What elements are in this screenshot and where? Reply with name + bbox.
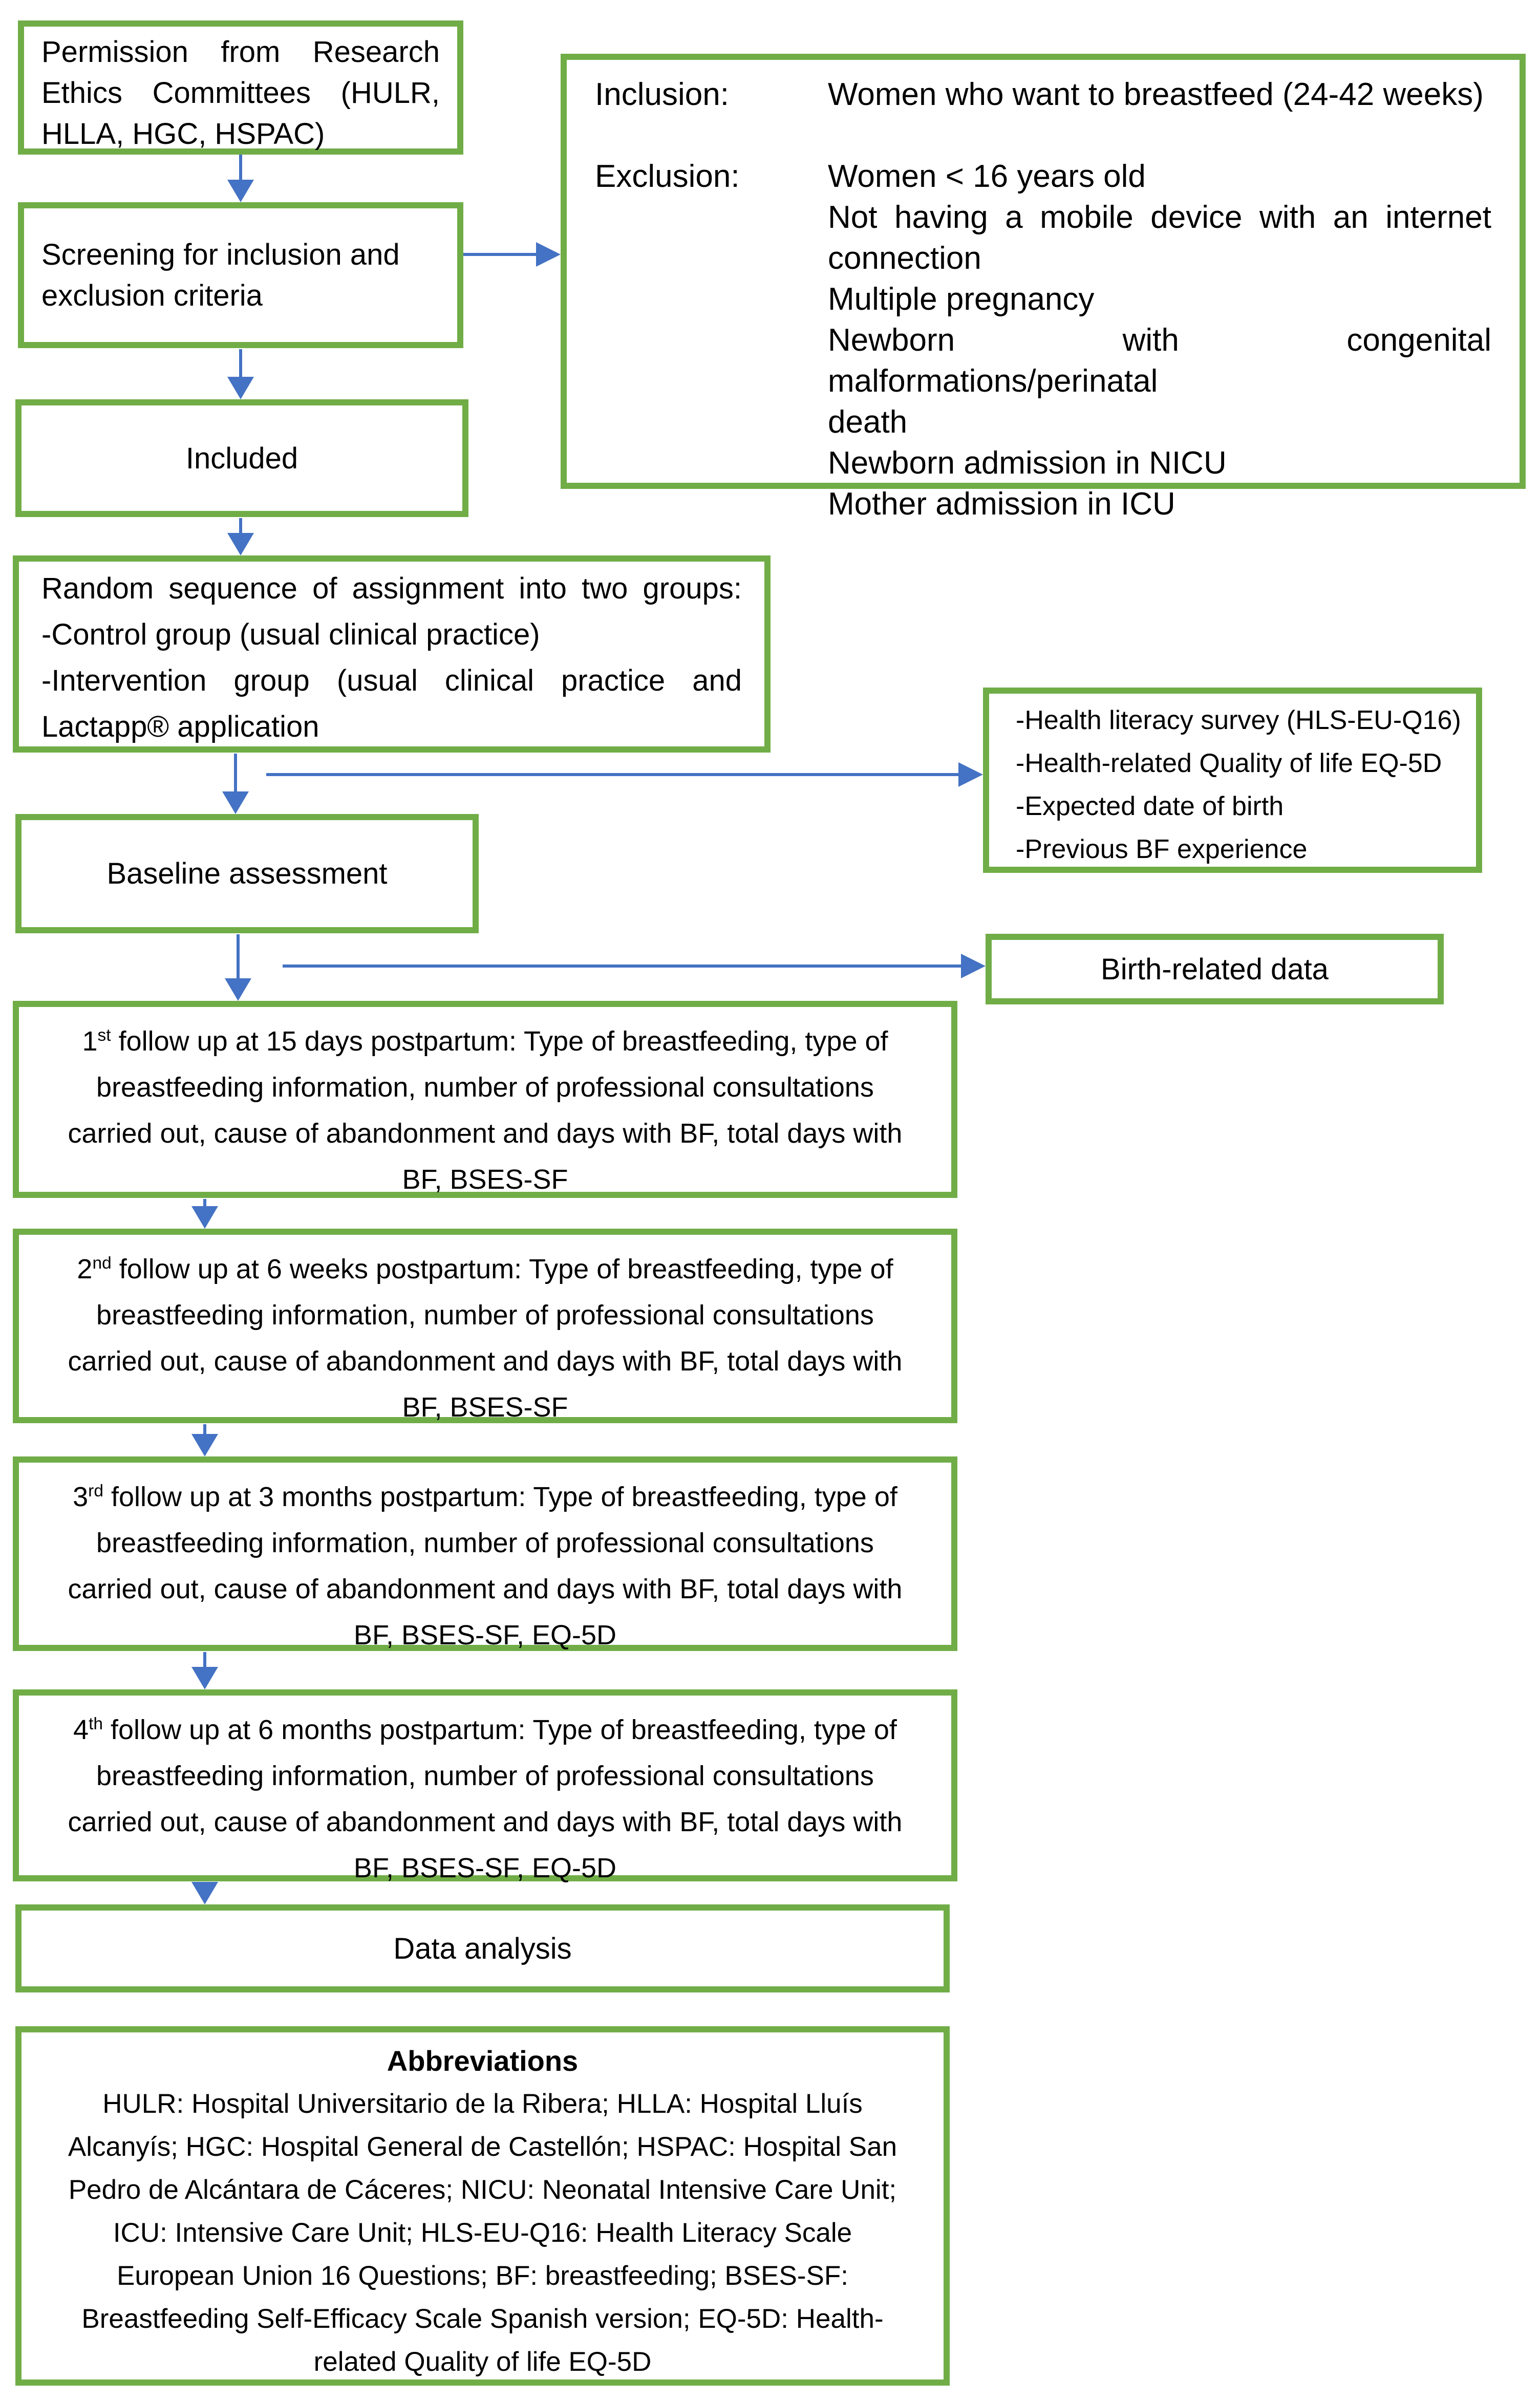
arrowhead-right-icon (536, 242, 561, 267)
followup-3-box: 3rd follow up at 3 months postpartum: Ty… (13, 1456, 957, 1651)
followup-3-text: breastfeeding information, number of pro… (68, 1528, 903, 1650)
data-analysis-label: Data analysis (393, 1932, 572, 1965)
inclusion-items: Women who want to breastfeed (24-42 week… (828, 77, 1484, 112)
baseline-assessment-box: Baseline assessment (15, 814, 479, 933)
followup-3-heading: 3rd follow up at 3 months postpartum: Ty… (73, 1482, 897, 1512)
followup-4-heading: 4th follow up at 6 months postpartum: Ty… (73, 1714, 897, 1745)
followup-2-box: 2nd follow up at 6 weeks postpartum: Typ… (13, 1229, 957, 1423)
arrowhead-down-icon (222, 791, 249, 814)
arrowhead-down-icon (191, 1882, 218, 1904)
included-box: Included (15, 399, 468, 517)
arrow-permission-to-screening (239, 155, 242, 183)
abbreviations-box: Abbreviations HULR: Hospital Universitar… (15, 2026, 950, 2386)
connector-to-birth-related-data (283, 964, 963, 968)
abbreviations-title: Abbreviations (387, 2045, 579, 2077)
followup-4-text: breastfeeding information, number of pro… (68, 1761, 903, 1883)
followup-2-text: breastfeeding information, number of pro… (68, 1300, 903, 1423)
followup-4-box: 4th follow up at 6 months postpartum: Ty… (13, 1689, 957, 1883)
included-label: Included (185, 441, 298, 475)
followup-1-box: 1st follow up at 15 days postpartum: Typ… (13, 1001, 957, 1198)
arrow-included-to-randomization (239, 518, 242, 534)
arrow-randomization-to-baseline (234, 754, 237, 792)
randomization-box: Random sequence of assignment into two g… (13, 555, 771, 753)
arrowhead-down-icon (227, 377, 254, 399)
inclusion-label: Inclusion: (595, 77, 729, 112)
arrowhead-down-icon (227, 180, 254, 202)
ordinal-suffix: st (97, 1026, 111, 1045)
abbreviations-text: HULR: Hospital Universitario de la Riber… (68, 2089, 897, 2377)
criteria-box: Inclusion: Women who want to breastfeed … (561, 54, 1526, 522)
birth-related-data-box: Birth-related data (986, 934, 1444, 1004)
followup-1-heading: 1st follow up at 15 days postpartum: Typ… (82, 1026, 888, 1057)
arrow-screening-to-included (239, 349, 242, 378)
baseline-measures-box: -Health literacy survey (HLS-EU-Q16)-Hea… (983, 688, 1482, 873)
inclusion-row: Inclusion: Women who want to breastfeed … (595, 74, 1491, 115)
arrowhead-down-icon (227, 533, 254, 555)
arrowhead-down-icon (191, 1667, 218, 1689)
arrow-baseline-to-followup-1 (237, 934, 240, 979)
arrow-followup-1-to-2 (203, 1199, 206, 1207)
arrowhead-right-icon (958, 762, 983, 787)
exclusion-label: Exclusion: (595, 159, 740, 194)
arrow-followup-3-to-4 (203, 1652, 206, 1667)
followup-2-heading: 2nd follow up at 6 weeks postpartum: Typ… (77, 1254, 893, 1284)
arrow-screening-to-criteria (463, 253, 538, 256)
birth-related-data-label: Birth-related data (1101, 952, 1329, 986)
arrowhead-right-icon (961, 954, 986, 978)
connector-to-baseline-measures (266, 773, 959, 776)
arrowhead-down-icon (225, 978, 251, 1001)
randomization-text: Random sequence of assignment into two g… (41, 572, 742, 743)
baseline-assessment-label: Baseline assessment (106, 857, 388, 890)
baseline-measures-text: -Health literacy survey (HLS-EU-Q16)-Hea… (1016, 705, 1461, 864)
followup-1-text: breastfeeding information, number of pro… (68, 1072, 903, 1195)
ordinal-suffix: th (89, 1714, 103, 1733)
arrow-followup-2-to-3 (203, 1424, 206, 1434)
arrowhead-down-icon (191, 1206, 218, 1229)
arrowhead-down-icon (191, 1434, 218, 1456)
ordinal-suffix: rd (88, 1482, 103, 1500)
ordinal-suffix: nd (92, 1254, 112, 1273)
data-analysis-box: Data analysis (15, 1904, 950, 1992)
